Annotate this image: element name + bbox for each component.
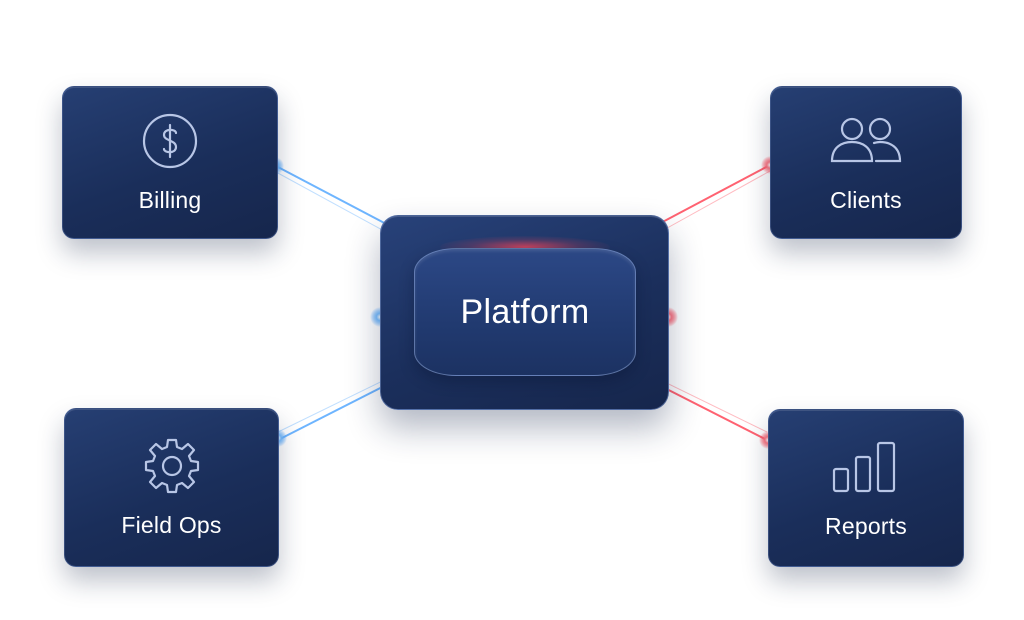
platform-hub[interactable]: Platform	[414, 248, 636, 376]
connector-billing-secondary	[275, 171, 387, 233]
field-ops-label: Field Ops	[121, 512, 222, 538]
reports-label: Reports	[825, 512, 907, 539]
connector-clients-secondary	[659, 170, 771, 233]
reports-card[interactable]: Reports	[768, 409, 964, 567]
users-icon	[828, 111, 904, 171]
clients-label: Clients	[830, 187, 902, 213]
dollar-circle-icon	[132, 111, 208, 171]
field-ops-card[interactable]: Field Ops	[64, 408, 279, 567]
bar-chart-icon	[828, 437, 904, 497]
clients-card[interactable]: Clients	[770, 86, 962, 239]
connector-billing	[275, 165, 391, 227]
connector-clients	[654, 164, 771, 227]
platform-hub-label: Platform	[460, 292, 590, 331]
connector-field-ops	[277, 377, 401, 441]
billing-card[interactable]: Billing	[62, 86, 278, 239]
gear-icon	[134, 436, 210, 496]
billing-label: Billing	[138, 187, 202, 213]
